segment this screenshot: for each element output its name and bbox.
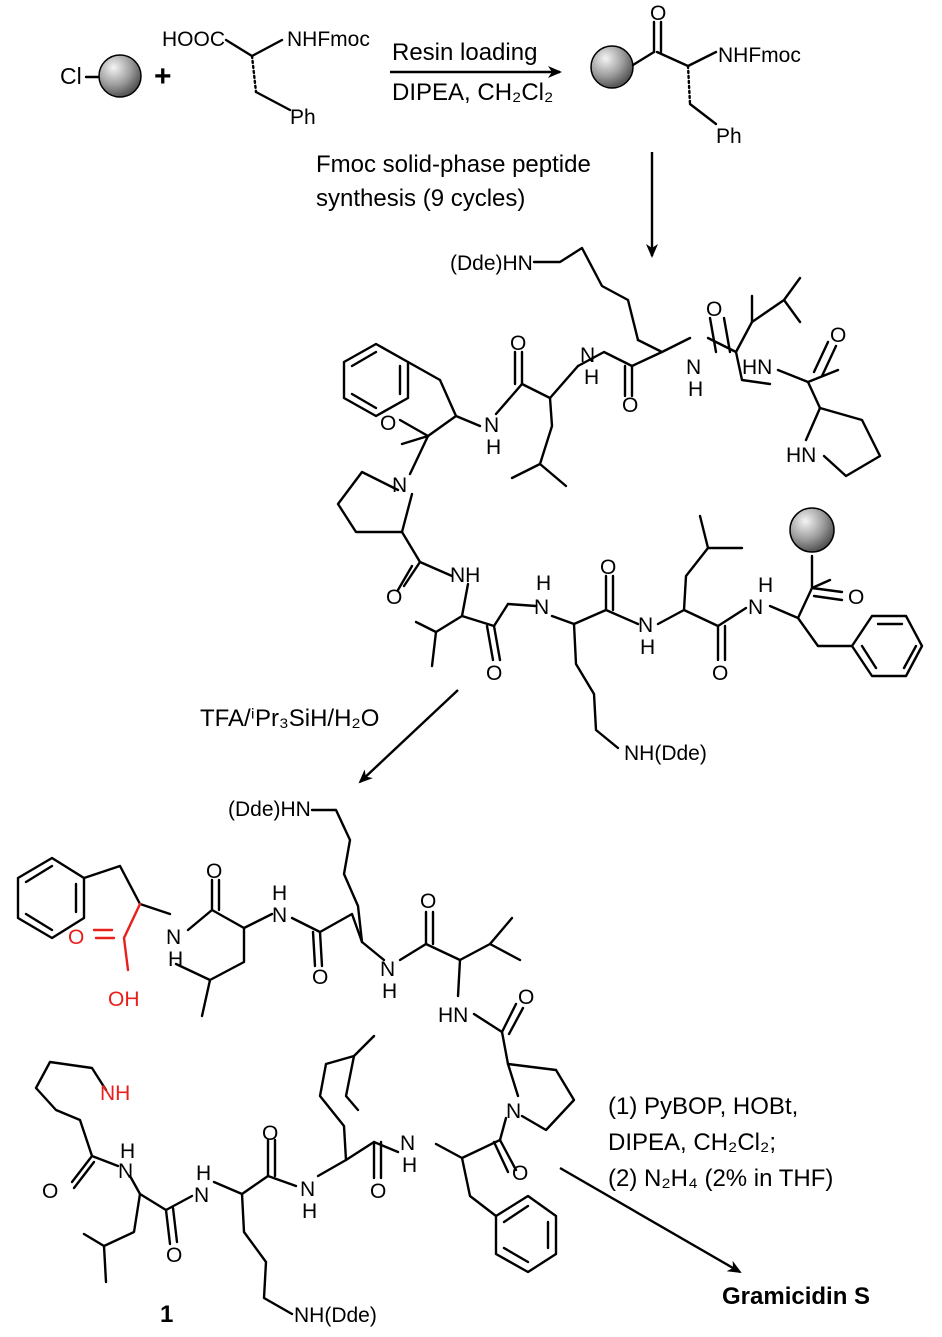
plus-sign: + — [154, 60, 172, 93]
c1-dde-top-label: (Dde)HN — [228, 798, 311, 821]
resin-reactant: Cl — [60, 54, 142, 98]
spps-conditions-line2: synthesis (9 cycles) — [316, 185, 525, 212]
arrow-label-bottom: DIPEA, CH₂Cl₂ — [392, 79, 553, 106]
resin-bead-icon — [590, 45, 634, 89]
resin-loading-arrow: Resin loading DIPEA, CH₂Cl₂ — [390, 39, 562, 106]
svg-text:O: O — [262, 1122, 278, 1145]
svg-text:O: O — [512, 1162, 528, 1185]
nh1: N — [484, 414, 499, 437]
ph-label: Ph — [716, 125, 742, 148]
svg-text:H: H — [382, 980, 397, 1003]
pro-hn: HN — [786, 444, 816, 467]
spps-step: Fmoc solid-phase peptide synthesis (9 cy… — [316, 151, 658, 258]
linear-resin-peptide: (Dde)HN N H O N H O N H O N O NH — [336, 246, 924, 765]
svg-text:O: O — [622, 394, 638, 417]
svg-text:N: N — [118, 1160, 133, 1183]
c1-n: N — [166, 926, 181, 949]
h6: H — [536, 572, 551, 595]
svg-text:O: O — [42, 1180, 58, 1203]
hn4: HN — [742, 356, 772, 379]
cleavage-conditions: TFA/ⁱPr₃SiH/H₂O — [200, 705, 379, 732]
orn-dde-top-label: (Dde)HN — [450, 252, 533, 275]
svg-text:O: O — [848, 586, 864, 609]
hooc-label: HOOC — [162, 28, 225, 51]
ph-label: Ph — [290, 106, 316, 129]
svg-text:O: O — [486, 662, 502, 685]
nhfmoc-label: NHFmoc — [718, 44, 801, 67]
product-gramicidin-s: Gramicidin S — [722, 1283, 870, 1310]
svg-text:O: O — [600, 556, 616, 579]
c1-hn: HN — [438, 1004, 468, 1027]
cleavage-step: TFA/ⁱPr₃SiH/H₂O — [200, 689, 459, 784]
svg-text:H: H — [196, 1162, 211, 1185]
svg-text:O: O — [312, 966, 328, 989]
svg-text:O: O — [650, 2, 666, 25]
orn-dde-bottom-label: NH(Dde) — [624, 742, 707, 765]
nh8: N — [748, 596, 763, 619]
nh7: N — [638, 614, 653, 637]
svg-text:N: N — [194, 1184, 209, 1207]
svg-text:O: O — [166, 1244, 182, 1267]
h8: H — [758, 574, 773, 597]
h3: H — [688, 378, 703, 401]
svg-text:O: O — [830, 324, 846, 347]
acid-o-label: O — [68, 926, 84, 949]
svg-text:O: O — [370, 1180, 386, 1203]
nhfmoc-label: NHFmoc — [287, 28, 370, 51]
nh5: NH — [450, 564, 480, 587]
svg-text:N: N — [400, 1132, 415, 1155]
svg-text:O: O — [518, 986, 534, 1009]
c1-dde-bottom-label: NH(Dde) — [294, 1304, 377, 1327]
svg-text:O: O — [706, 298, 722, 321]
cyclization-conditions-line1: (1) PyBOP, HOBt, — [608, 1093, 798, 1120]
loaded-resin-product: O NHFmoc Ph — [590, 2, 801, 148]
h7: H — [640, 636, 655, 659]
nh2: N — [580, 344, 595, 367]
cyclization-conditions-line3: (2) N₂H₄ (2% in THF) — [608, 1165, 833, 1192]
svg-text:N: N — [272, 904, 287, 927]
svg-text:O: O — [420, 890, 436, 913]
nh6: N — [534, 596, 549, 619]
cyclization-conditions-line2: DIPEA, CH₂Cl₂; — [608, 1129, 776, 1156]
spps-conditions-line1: Fmoc solid-phase peptide — [316, 151, 591, 178]
svg-text:N: N — [300, 1178, 315, 1201]
resin-bead-icon — [98, 54, 142, 98]
svg-text:O: O — [510, 332, 526, 355]
arrow-label-top: Resin loading — [392, 39, 537, 66]
resin-chloride-label: Cl — [60, 63, 82, 89]
svg-text:H: H — [120, 1140, 135, 1163]
svg-text:H: H — [402, 1154, 417, 1177]
c1-pro-nh: NH — [100, 1082, 130, 1105]
nh3: N — [686, 356, 701, 379]
compound-1: (Dde)HN O OH N H O N H O N H O HN O N O — [16, 798, 576, 1328]
pro-n: N — [392, 474, 407, 497]
svg-text:O: O — [386, 586, 402, 609]
svg-text:H: H — [302, 1200, 317, 1223]
h1: H — [486, 436, 501, 459]
cyclization-step: (1) PyBOP, HOBt, DIPEA, CH₂Cl₂; (2) N₂H₄… — [559, 1093, 833, 1274]
resin-bead-icon — [789, 507, 835, 553]
svg-text:O: O — [712, 662, 728, 685]
acid-oh-label: OH — [108, 988, 140, 1011]
svg-text:O: O — [380, 412, 396, 435]
svg-text:N: N — [380, 958, 395, 981]
svg-text:O: O — [206, 860, 222, 883]
compound-number: 1 — [160, 1301, 173, 1328]
h2: H — [584, 366, 599, 389]
c1-pro-n: N — [506, 1100, 521, 1123]
fmoc-phe-reactant: HOOC NHFmoc Ph — [162, 28, 370, 129]
svg-text:H: H — [272, 882, 287, 905]
